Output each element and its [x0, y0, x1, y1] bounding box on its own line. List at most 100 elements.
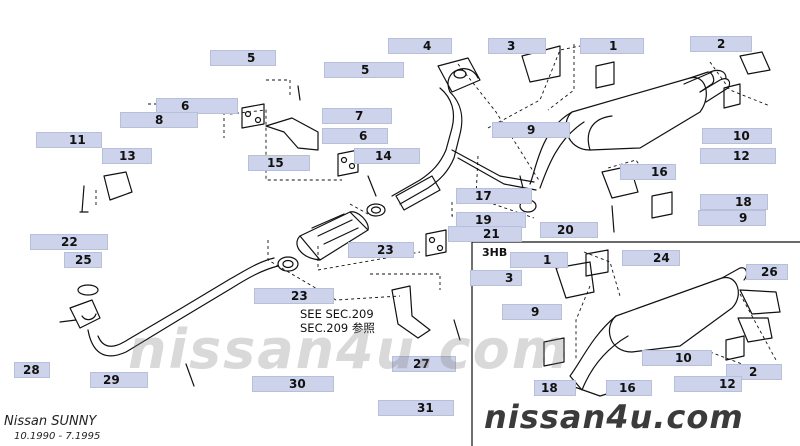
- part-number: 3: [505, 271, 514, 285]
- main-muffler-3hb: [608, 277, 739, 353]
- part-number: 30: [289, 377, 306, 391]
- part-callout: 5: [210, 50, 276, 66]
- part-callout: 3: [470, 270, 522, 286]
- part-callout: 10: [702, 128, 772, 144]
- brand-model: Nissan SUNNY: [4, 414, 97, 429]
- part-callout: 12: [674, 376, 742, 392]
- part-number: 5: [361, 63, 370, 77]
- part-callout: 24: [622, 250, 680, 266]
- part-callout: 18: [700, 194, 768, 210]
- watermark-logo: nissan4u.com: [484, 398, 744, 436]
- part-number: 3: [507, 39, 516, 53]
- part-number: 6: [359, 129, 368, 143]
- part-callout: 3: [488, 38, 546, 54]
- hanger-rubber: [595, 61, 615, 89]
- part-callout: 5: [324, 62, 404, 78]
- hanger-rubber: [543, 337, 565, 367]
- part-number: 9: [739, 211, 748, 225]
- part-number: 23: [377, 243, 394, 257]
- part-callout: 6: [322, 128, 388, 144]
- part-number: 9: [527, 123, 536, 137]
- part-callout: 23: [348, 242, 414, 258]
- part-callout: 8: [120, 112, 198, 128]
- see-section-note-jp: SEC.209 参照: [300, 321, 375, 335]
- gasket-ring: [277, 256, 299, 272]
- part-callout: 27: [392, 356, 456, 372]
- part-callout: 10: [642, 350, 712, 366]
- part-number: 2: [749, 365, 758, 379]
- part-callout: 1: [580, 38, 644, 54]
- part-number: 22: [61, 235, 78, 249]
- part-callout: 19: [456, 212, 526, 228]
- part-number: 14: [375, 149, 392, 163]
- part-callout: 11: [36, 132, 102, 148]
- hanger-rubber: [725, 335, 745, 361]
- part-number: 24: [653, 251, 670, 265]
- part-number: 9: [531, 305, 540, 319]
- mounting-bracket: [739, 51, 771, 75]
- part-callout: 20: [540, 222, 598, 238]
- part-callout: 16: [620, 164, 676, 180]
- hanger-rubber: [723, 83, 741, 109]
- part-callout: 17: [456, 188, 532, 204]
- part-callout: 21: [448, 226, 522, 242]
- part-callout: 9: [502, 304, 562, 320]
- part-number: 31: [417, 401, 434, 415]
- watermark-ghost: nissan4u.com: [128, 318, 571, 381]
- part-number: 16: [651, 165, 668, 179]
- part-number: 17: [475, 189, 492, 203]
- tail-pipe: [699, 78, 731, 103]
- hanger-rubber: [337, 149, 359, 177]
- see-section-note: SEE SEC.209: [300, 307, 374, 321]
- part-number: 23: [291, 289, 308, 303]
- hanger-rubber: [585, 249, 609, 277]
- part-number: 6: [181, 99, 190, 113]
- mounting-bracket: [391, 285, 431, 339]
- part-number: 26: [761, 265, 778, 279]
- part-number: 16: [619, 381, 636, 395]
- front-exhaust-pipe: [87, 265, 279, 357]
- part-number: 20: [557, 223, 574, 237]
- part-number: 28: [23, 363, 40, 377]
- part-callout: 15: [248, 155, 310, 171]
- part-callout: 7: [322, 108, 392, 124]
- part-callout: 16: [606, 380, 652, 396]
- part-callout: 9: [492, 122, 570, 138]
- part-number: 12: [733, 149, 750, 163]
- part-callout: 13: [102, 148, 152, 164]
- mounting-bracket: [265, 117, 319, 151]
- front-flange: [69, 299, 101, 329]
- part-number: 2: [717, 37, 726, 51]
- part-number: 19: [475, 213, 492, 227]
- part-number: 7: [355, 109, 364, 123]
- gasket: [77, 284, 99, 296]
- part-callout: 23: [254, 288, 334, 304]
- part-callout: 18: [534, 380, 576, 396]
- part-callout: 28: [14, 362, 50, 378]
- part-callout: 26: [746, 264, 788, 280]
- part-callout: 31: [378, 400, 454, 416]
- part-number: 12: [719, 377, 736, 391]
- part-number: 27: [413, 357, 430, 371]
- part-callout: 22: [30, 234, 108, 250]
- part-number: 10: [675, 351, 692, 365]
- part-callout: 25: [64, 252, 102, 268]
- part-callout: 30: [252, 376, 334, 392]
- part-number: 13: [119, 149, 136, 163]
- part-number: 18: [541, 381, 558, 395]
- hanger-rubber: [425, 229, 447, 257]
- variant-label: 3HB: [482, 246, 508, 259]
- center-flange: [437, 57, 481, 93]
- center-exhaust-pipe: [391, 87, 455, 197]
- part-number: 1: [543, 253, 552, 267]
- part-callout: 29: [90, 372, 148, 388]
- part-number: 25: [75, 253, 92, 267]
- part-number: 15: [267, 156, 284, 170]
- mounting-bracket: [103, 171, 133, 201]
- part-number: 18: [735, 195, 752, 209]
- part-number: 21: [483, 227, 500, 241]
- part-number: 1: [609, 39, 618, 53]
- mounting-bracket: [521, 45, 561, 83]
- pre-muffler: [395, 175, 441, 211]
